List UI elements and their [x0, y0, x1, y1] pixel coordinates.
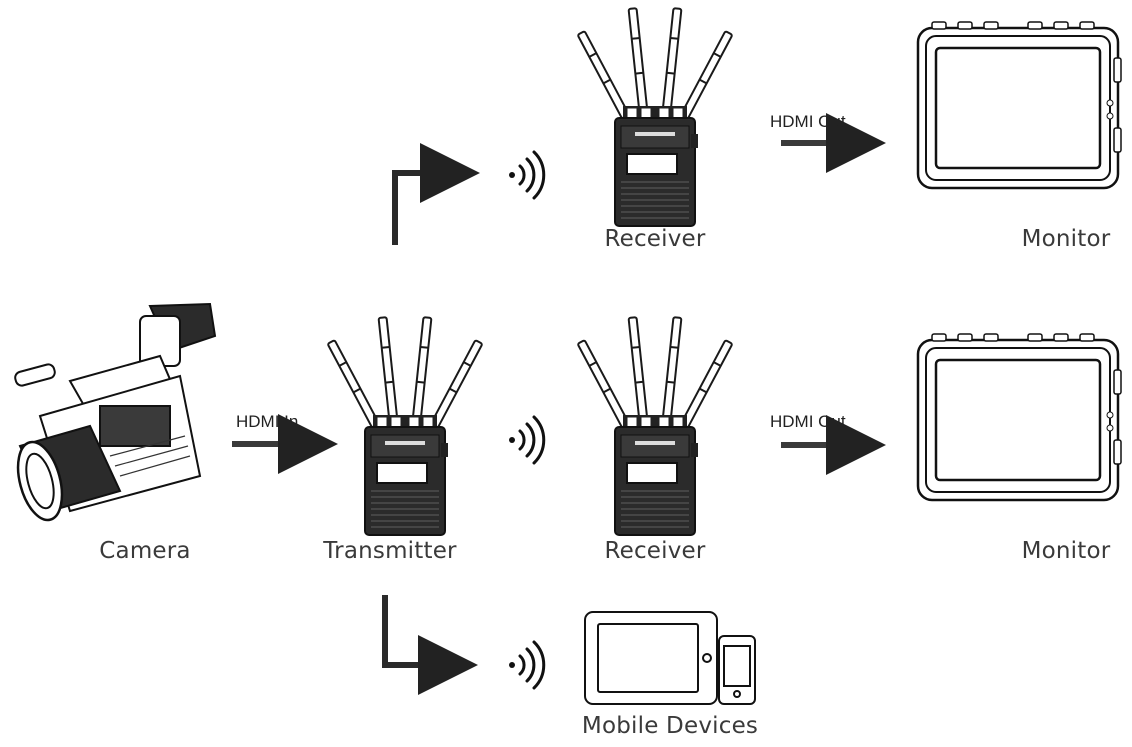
transmitter-label: Transmitter: [323, 538, 457, 564]
receiver-mid-label: Receiver: [604, 538, 706, 564]
hdmi-out-mid-label: HDMI Out: [770, 412, 846, 431]
monitor-mid-label: Monitor: [1021, 538, 1111, 564]
mobile-devices-label: Mobile Devices: [581, 713, 759, 739]
monitor-mid-device: [916, 332, 1123, 502]
monitor-top-label: Monitor: [1021, 226, 1111, 252]
transmitter-device: [326, 316, 484, 536]
wireless-signal-icon-top: [507, 150, 546, 200]
wireless-signal-icon-bottom: [507, 640, 546, 690]
receiver-top-label: Receiver: [604, 226, 706, 252]
wireless-signal-icon-mid: [507, 415, 546, 465]
monitor-top-device: [916, 20, 1123, 190]
receiver-mid-device: [576, 316, 734, 536]
receiver-top-device: [576, 7, 734, 227]
hdmi-in-label: HDMI In: [236, 412, 299, 431]
mobile-devices: [584, 611, 756, 705]
branch-down-arrow: [382, 595, 478, 695]
hdmi-out-top-label: HDMI Out: [770, 112, 846, 131]
branch-up-arrow: [392, 143, 480, 245]
camera-label: Camera: [99, 538, 191, 564]
camera-device: [14, 302, 217, 522]
